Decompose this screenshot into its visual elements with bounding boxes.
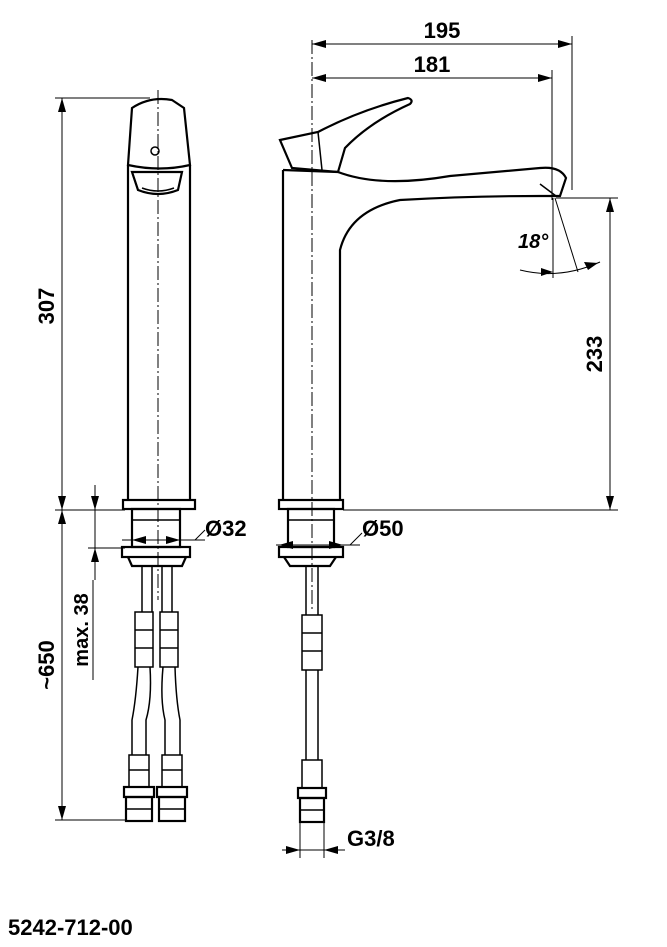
front-base-ring [121, 498, 197, 511]
dim-g38-label: G3/8 [347, 826, 395, 851]
side-base-ring [277, 498, 345, 511]
front-handle-marker [150, 146, 160, 156]
dim-650-label: ~650 [34, 640, 59, 690]
dim-thread: G3/8 [282, 822, 395, 858]
dim-d50-label: Ø50 [362, 516, 404, 541]
dim-base-diameter: Ø50 [276, 516, 404, 549]
front-aerator [130, 170, 184, 196]
dim-hose-length: ~650 [34, 509, 125, 821]
dim-181-label: 181 [414, 52, 451, 77]
side-nut [277, 545, 345, 559]
dim-spout-height: 233 [343, 197, 618, 511]
dim-spout-reach: 181 [312, 52, 553, 200]
side-lever [278, 96, 413, 174]
front-view [120, 90, 197, 823]
front-hoses [122, 566, 189, 823]
side-spout [282, 166, 568, 500]
dim-195-label: 195 [424, 18, 461, 43]
dim-total-height: 307 [34, 97, 150, 510]
front-body [126, 165, 192, 500]
part-number: 5242-712-00 [8, 915, 133, 940]
dim-max-deck: max. 38 [71, 485, 125, 680]
side-shank [286, 507, 336, 549]
dim-307-label: 307 [34, 288, 59, 325]
front-handle [126, 97, 192, 170]
dim-18deg-label: 18° [518, 231, 549, 253]
dim-overall-reach: 195 [312, 18, 573, 190]
dim-hole-diameter: Ø32 [122, 516, 247, 544]
dim-d32-label: Ø32 [205, 516, 247, 541]
side-view [277, 40, 568, 824]
dim-spout-angle: 18° [518, 197, 601, 278]
dim-max38-label: max. 38 [71, 593, 93, 666]
side-hose [296, 566, 328, 824]
front-nut [120, 545, 192, 559]
dim-233-label: 233 [582, 336, 607, 373]
